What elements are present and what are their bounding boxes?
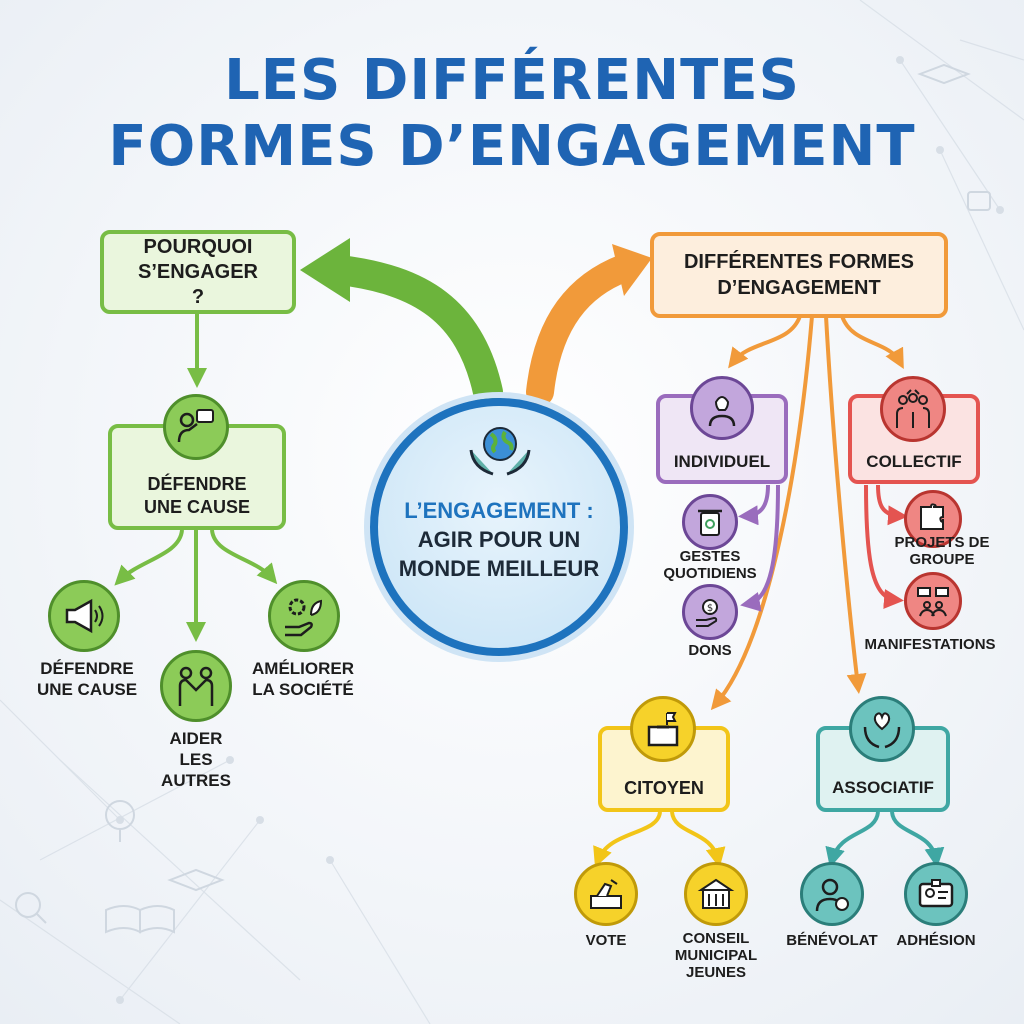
vote-hand-icon xyxy=(574,862,638,926)
page-title: LES DIFFÉRENTES FORMES D’ENGAGEMENT xyxy=(0,48,1024,180)
speaker-person-icon xyxy=(163,394,229,460)
volunteering-label: BÉNÉVOLAT xyxy=(786,932,878,949)
ballot-box-icon xyxy=(630,696,696,762)
individuel-label: INDIVIDUEL xyxy=(673,452,771,471)
title-line-1: LES DIFFÉRENTES xyxy=(224,48,800,113)
arrow-center-to-forms xyxy=(526,254,638,406)
center-body: AGIR POUR UN MONDE MEILLEUR xyxy=(398,527,600,581)
svg-text:$: $ xyxy=(707,603,713,614)
citoyen-label: CITOYEN xyxy=(624,777,704,798)
vote-label: VOTE xyxy=(585,932,627,949)
protest-signs-icon xyxy=(904,572,962,630)
help-others-label: AIDER LES AUTRES xyxy=(161,729,231,790)
donations-label: DONS xyxy=(688,642,732,659)
why-engage-box: POURQUOI S’ENGAGER ? xyxy=(100,230,296,314)
coin-hand-icon: $ xyxy=(682,584,738,640)
group-raised-hands-icon xyxy=(880,376,946,442)
why-engage-label: POURQUOI S’ENGAGER ? xyxy=(137,235,259,308)
member-card-icon xyxy=(904,862,968,926)
associatif-label: ASSOCIATIF xyxy=(832,778,934,797)
title-line-2: FORMES D’ENGAGEMENT xyxy=(108,114,916,179)
forms-heading-label: DIFFÉRENTES FORMES D’ENGAGEMENT xyxy=(683,251,914,299)
heart-hands-icon xyxy=(849,696,915,762)
protests-label: MANIFESTATIONS xyxy=(864,636,996,653)
volunteer-person-icon xyxy=(800,862,864,926)
defend-cause-main-label: DÉFENDRE UNE CAUSE xyxy=(143,474,250,517)
center-highlight: L’ENGAGEMENT : xyxy=(404,498,594,523)
defend-cause-item-label: DÉFENDRE UNE CAUSE xyxy=(36,659,138,699)
associatif-box: ASSOCIATIF xyxy=(816,726,950,812)
lightbulb-person-icon xyxy=(690,376,754,440)
center-text: L’ENGAGEMENT : AGIR POUR UN MONDE MEILLE… xyxy=(380,496,618,583)
improve-society-label: AMÉLIORER LA SOCIÉTÉ xyxy=(252,659,354,699)
arrow-center-to-why xyxy=(325,255,503,407)
gear-plant-hand-icon xyxy=(268,580,340,652)
puzzle-icon xyxy=(904,490,962,548)
recycle-bin-icon xyxy=(682,494,738,550)
town-hall-icon xyxy=(684,862,748,926)
collectif-label: COLLECTIF xyxy=(866,452,962,471)
megaphone-icon xyxy=(48,580,120,652)
globe-hands-icon xyxy=(469,427,531,476)
daily-actions-label: GESTES QUOTIDIENS xyxy=(663,548,757,582)
membership-label: ADHÉSION xyxy=(896,932,976,949)
handshake-icon xyxy=(160,650,232,722)
forms-box: DIFFÉRENTES FORMES D’ENGAGEMENT xyxy=(650,232,948,318)
youth-council-label: CONSEIL MUNICIPAL JEUNES xyxy=(674,930,758,981)
group-projects-label: PROJETS DE GROUPE xyxy=(894,534,990,568)
